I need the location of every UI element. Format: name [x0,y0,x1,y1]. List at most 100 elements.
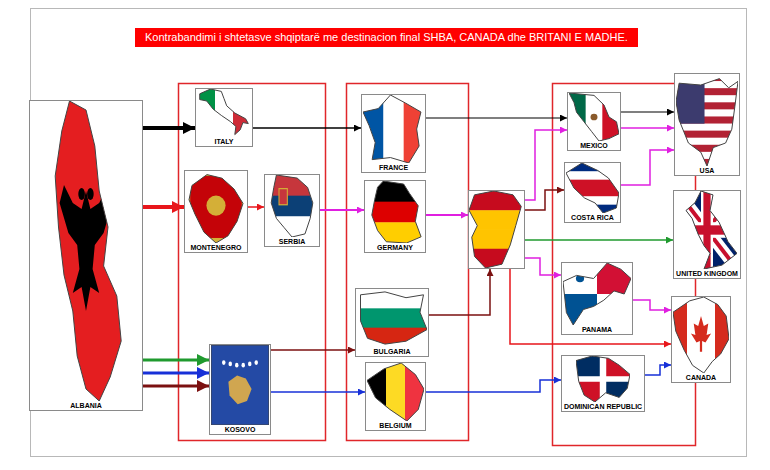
flag-part [677,191,737,269]
flag-stripe [676,74,738,82]
country-outline [200,89,249,135]
country-label: KOSOVO [210,425,270,434]
flag-fill [211,345,269,425]
flag-stripe [367,363,386,421]
flag-stripe [383,95,404,163]
country-box: SERBIA [264,174,320,247]
diagram-title: Kontrabandimi i shtetasve shqiptarë me d… [145,28,628,47]
country-outline [189,175,243,243]
route-arrow [143,385,209,388]
flag-stripe [357,308,427,328]
country-box: BULGARIA [355,288,429,357]
route-arrow [426,214,468,216]
country-box: ITALY [195,88,253,147]
flag-stripe [386,363,405,421]
eagle-emblem [78,188,85,200]
flag-stripe [566,196,619,205]
route-arrow [645,365,671,375]
country-label: USA [675,166,739,175]
country-box [468,190,525,269]
flag-fill [576,356,630,402]
flag-stripe [404,95,424,163]
flag-stripe [715,297,729,373]
flag-stripe [602,93,619,141]
country-outline [673,297,729,373]
country-flag-map [357,289,427,347]
country-box: CANADA [671,296,731,383]
flag-part [186,171,246,243]
country-flag-map [363,95,424,163]
country-outline [361,292,428,344]
country-label: BELGIUM [366,421,425,430]
flag-stripe [676,124,738,132]
route-arrow [429,269,490,315]
country-flag-map [197,89,251,137]
route-arrow [633,300,671,310]
country-label: DOMINICAN REPUBLIC [562,402,644,411]
country-label: SERBIA [265,237,319,246]
route-arrow [271,391,365,393]
country-box: UNITED KINGDOM [673,190,741,279]
country-outline [363,95,421,163]
flag-fill [563,263,631,325]
flag-fill [566,163,619,213]
flag-fill [366,181,424,243]
route-arrow [271,349,355,351]
flag-part [211,345,269,425]
country-box: MEXICO [567,92,621,151]
country-label: MEXICO [568,141,620,150]
country-label: FRANCE [362,163,425,172]
country-label: UNITED KINGDOM [674,269,740,278]
country-label: ITALY [196,137,252,146]
flag-fill [469,191,524,268]
flag-part [576,356,630,402]
country-flag-map [569,93,619,141]
flag-fill [676,74,738,166]
flag-fill [677,191,737,269]
country-label: MONTENEGRO [185,243,247,252]
eagle-emblem [87,188,94,200]
country-outline [372,181,421,243]
country-flag-map [563,263,631,325]
flag-stripe [676,138,738,146]
flag-fill [266,175,318,237]
country-flag-map [211,345,269,425]
flag-stripe [673,297,687,373]
flag-part [677,191,737,269]
flag-stripe [569,93,586,141]
flag-stripe [357,289,427,309]
flag-fill [367,363,424,421]
flag-stripe [566,171,619,180]
country-label: GERMANY [365,243,425,252]
flag-stripe [405,363,424,421]
coat-of-arms [591,114,598,121]
title-bar: Kontrabandimi i shtetasve shqiptarë me d… [135,28,638,47]
coat-of-arms [206,195,225,215]
flag-fill [186,171,246,243]
flag-part [677,225,737,234]
country-label: COSTA RICA [565,213,620,222]
star [248,361,251,366]
star [229,361,232,366]
route-arrow [143,126,195,130]
country-flag-map [469,191,524,268]
flag-part [597,294,631,325]
flag-stripe [469,230,524,250]
country-outline [563,263,631,325]
star [242,363,245,368]
flag-part [677,191,737,269]
country-label: BULGARIA [356,347,428,356]
country-label: CANADA [672,373,730,382]
route-arrow [426,380,561,392]
country-outline [676,79,738,166]
country-box: KOSOVO [209,344,271,435]
group-outline [347,84,469,441]
flag-stripe [566,188,619,197]
star [255,360,258,365]
flag-fill [357,289,427,347]
flag-canton [676,74,705,124]
flag-part [677,191,737,269]
country-box: BELGIUM [365,362,426,431]
route-arrow [621,111,674,112]
route-arrow [621,127,674,129]
